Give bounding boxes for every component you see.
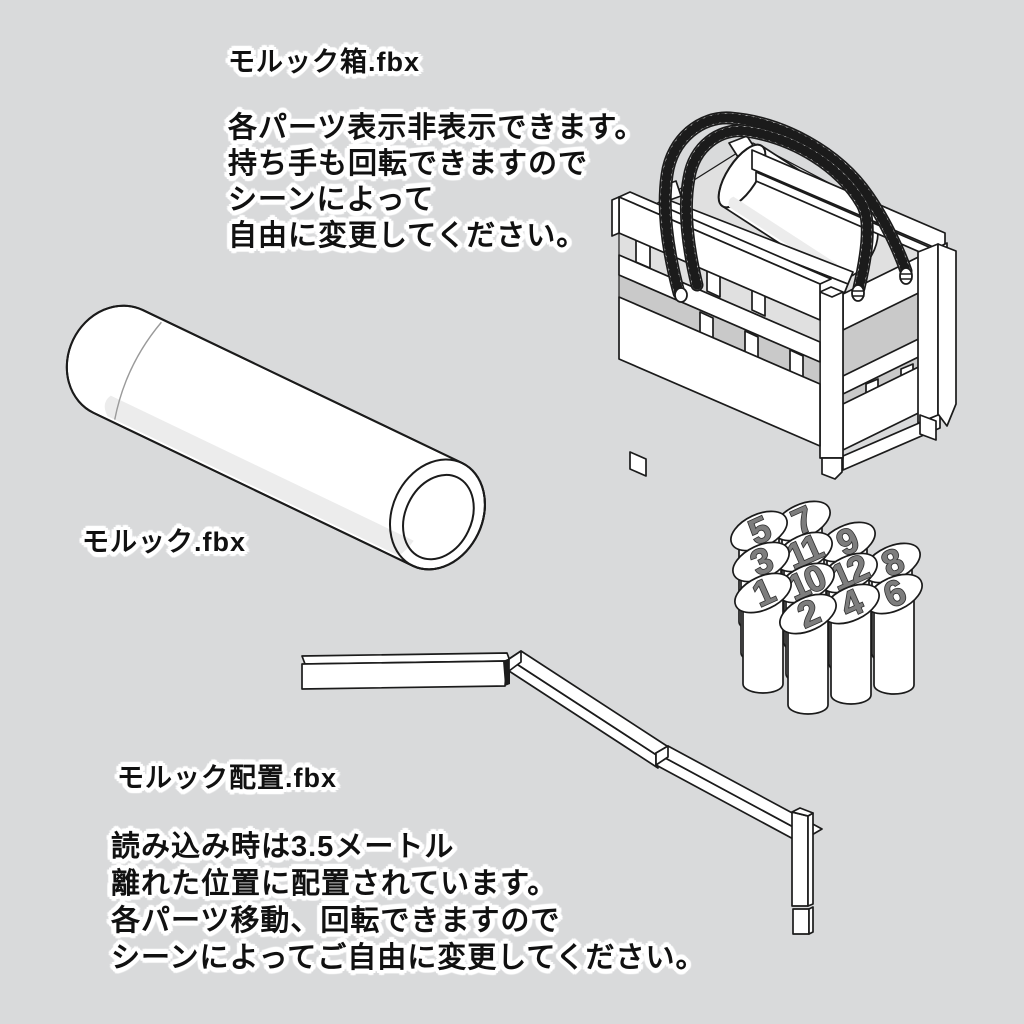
rope-strand-outer (658, 111, 913, 300)
layout-description: 読み込み時は3.5メートル 離れた位置に配置されています。 各パーツ移動、回転で… (111, 829, 706, 977)
big-pin-art (65, 304, 486, 571)
layout-description-line: 各パーツ移動、回転できますので (111, 905, 561, 937)
skittle-pin: 4 (822, 580, 880, 705)
skittle-pin: 6 (865, 570, 923, 695)
throwing-line-board (301, 652, 511, 690)
layout-description-line: 読み込み時は3.5メートル (111, 831, 455, 863)
box-description-line: 各パーツ表示非表示できます。 (228, 112, 645, 144)
layout-boards-art (301, 650, 823, 935)
box-description-line: 自由に変更してください。 (228, 220, 587, 252)
rope-handle (658, 111, 913, 303)
layout-description-line: シーンによってご自由に変更してください。 (111, 942, 706, 974)
box-description-line: シーンによって (228, 184, 435, 216)
skittle-pin: 2 (779, 590, 837, 715)
angled-board-2 (655, 745, 823, 849)
box-description: 各パーツ表示非表示できます。 持ち手も回転できますので シーンによって 自由に変… (228, 110, 645, 254)
rope-strand-inner (679, 124, 874, 295)
skittle-group: 7 9 8 5 11 (730, 497, 923, 715)
vertical-stick (791, 807, 814, 935)
crate-front-post (819, 286, 844, 480)
crate-right-wall (842, 242, 957, 471)
layout-file-title: モルック配置.fbx (117, 763, 338, 793)
skittle-pin: 1 (734, 569, 792, 694)
rope-knots (674, 267, 913, 303)
angled-board-1 (508, 650, 671, 769)
pin-file-title: モルック.fbx (82, 527, 247, 557)
crate-art (611, 111, 957, 480)
layout-description-line: 離れた位置に配置されています。 (111, 868, 558, 900)
box-file-title: モルック箱.fbx (228, 47, 421, 77)
box-description-line: 持ち手も回転できますので (228, 148, 589, 180)
